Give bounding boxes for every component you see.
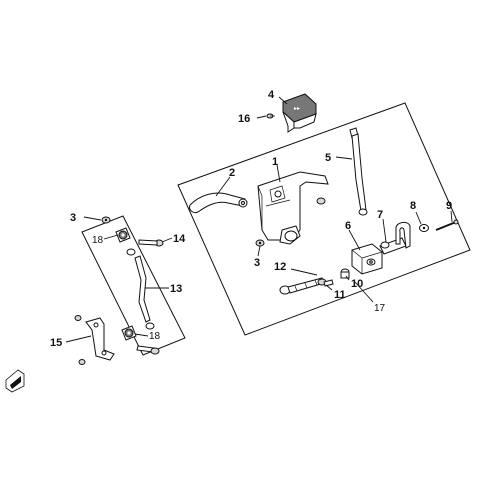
part-bracket-plate [74, 315, 115, 365]
part-rod-end-lower [121, 325, 137, 341]
callout-1: 1 [272, 156, 278, 168]
callout-16: 16 [238, 113, 250, 125]
callout-4: 4 [268, 89, 275, 101]
callout-3-right: 3 [254, 257, 260, 269]
part-screw-16 [266, 113, 275, 119]
part-block [351, 243, 383, 275]
callout-6: 6 [345, 220, 351, 232]
callout-5: 5 [325, 152, 331, 164]
callout-10: 10 [351, 278, 363, 290]
part-spacer [340, 268, 350, 279]
callout-13: 13 [170, 283, 182, 295]
part-nut-right [255, 239, 265, 247]
part-bolt-lower-left [136, 345, 160, 355]
callout-17: 17 [374, 303, 386, 314]
part-bolt-12 [279, 277, 325, 295]
part-link-clip [379, 221, 411, 255]
callout-18-upper: 18 [92, 235, 104, 246]
nut-bracket [316, 197, 326, 205]
knob-marking: ▸▸ [294, 106, 300, 112]
leader-lines [65, 96, 453, 343]
callout-15: 15 [50, 337, 62, 349]
callout-18-lower: 18 [149, 331, 161, 342]
callout-8: 8 [410, 200, 416, 212]
callout-9: 9 [446, 200, 452, 212]
part-bracket [257, 171, 329, 245]
part-arm [189, 192, 248, 213]
callout-12: 12 [274, 261, 286, 273]
part-knob: ▸▸ [282, 93, 317, 133]
callout-14: 14 [173, 233, 186, 245]
part-lever-rod [349, 127, 368, 216]
callout-2: 2 [229, 167, 235, 179]
main-assembly-frame [177, 102, 471, 336]
part-rod-end-upper [115, 227, 131, 243]
callout-7: 7 [377, 209, 383, 221]
part-bolt-14 [138, 239, 164, 247]
part-rod [126, 248, 155, 330]
part-washer [419, 224, 429, 232]
part-nut-left [101, 216, 111, 224]
callout-3-left: 3 [70, 212, 76, 224]
callout-11: 11 [334, 289, 346, 301]
fwd-direction-icon [5, 369, 25, 393]
part-screw-11 [317, 278, 334, 287]
part-pin [435, 219, 459, 231]
